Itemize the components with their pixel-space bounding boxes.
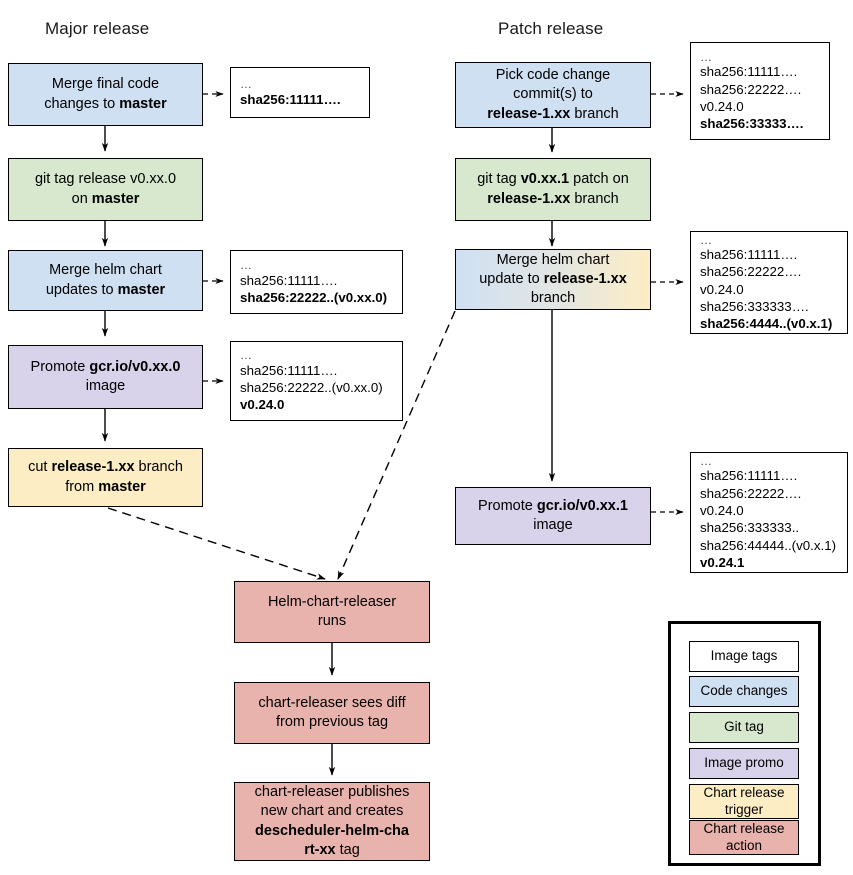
legend-label: Image promo [704,755,784,771]
tag-line: sha256:33333…. [700,116,804,132]
tagbox-major-2: …sha256:11111….sha256:22222..(v0.xx.0) [230,250,403,314]
tag-line: … [240,348,253,363]
tagbox-patch-1: …sha256:11111….sha256:22222….v0.24.0 sha2… [690,42,830,140]
legend-label: Chart release action [703,821,785,853]
tag-line: v0.24.0 [700,503,744,519]
tag-line: sha256:22222…. [700,81,802,97]
tag-line: … [700,49,713,64]
column-title-major-release: Major release [45,19,150,38]
tag-line: sha256:333333…. [700,298,809,314]
tag-line: … [240,257,253,272]
legend-item-git-tag: Git tag [689,712,799,743]
legend-item-image-tags: Image tags [689,641,799,672]
legend-label: Image tags [710,648,778,664]
tag-line: sha256:44444..(v0.x.1) [700,537,837,553]
tag-line: … [240,77,253,92]
legend-label: Git tag [724,719,764,735]
tag-line: sha256:22222…. [700,485,802,501]
tag-line: v0.24.0 [240,397,285,413]
tag-line: sha256:11111…. [240,272,338,288]
tagbox-major-3: …sha256:11111…. sha256:22222..(v0.xx.0)v0… [230,341,403,421]
column-title-patch-release: Patch release [498,19,604,38]
legend-label: Chart release trigger [703,785,785,817]
tag-line: v0.24.0 [700,281,744,297]
tag-line: sha256:4444..(v0.x.1) [700,316,833,332]
tag-line: sha256:22222…. [700,264,802,280]
tag-line: sha256:11111…. [240,362,338,378]
tag-line: … [700,232,713,247]
tag-line: sha256:333333.. [700,520,800,536]
tag-line: sha256:11111…. [700,247,798,263]
tag-line: … [700,453,713,468]
legend-item-code-changes: Code changes [689,676,799,707]
tag-line: sha256:22222..(v0.xx.0) [240,289,388,305]
tag-line: sha256:11111…. [700,64,798,80]
tag-line: sha256:11111…. [240,91,341,107]
tag-line: sha256:11111…. [700,468,798,484]
tagbox-major-1: …sha256:11111…. [230,67,370,118]
tag-line: v0.24.0 [700,98,744,114]
tag-line: v0.24.1 [700,554,745,570]
legend-label: Code changes [700,683,788,699]
legend-item-image-promo: Image promo [689,748,799,779]
legend-item-chart-release-trigger: Chart release trigger [689,784,799,819]
legend-panel: Image tags Code changes Git tag Image pr… [668,621,821,866]
legend-item-chart-release-action: Chart release action [689,820,799,855]
tag-line: sha256:22222..(v0.xx.0) [240,380,383,396]
edge-cutbranch-to-releaser [107,507,326,580]
